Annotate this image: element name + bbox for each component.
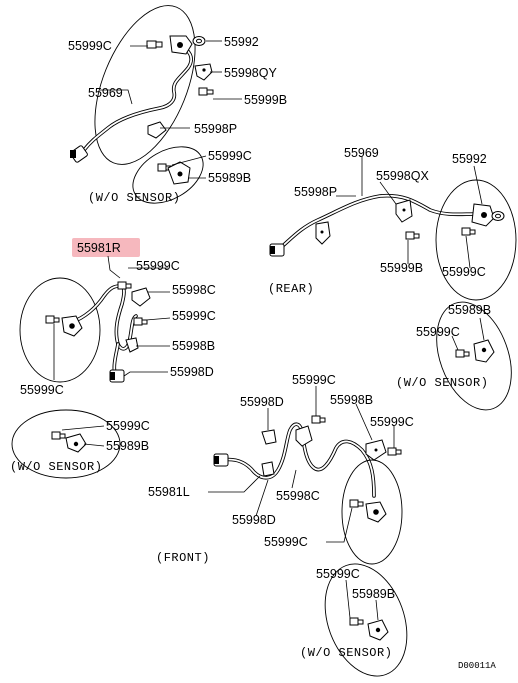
label-55998b: 55998B: [172, 339, 215, 353]
clip-bracket-icon: [131, 287, 151, 307]
label-55981l: 55981L: [148, 485, 190, 499]
label-55999b: 55999B: [244, 93, 287, 107]
label-55998d: 55998D: [232, 513, 276, 527]
label-55999b: 55999B: [380, 261, 423, 275]
bolt-icon: [117, 281, 132, 290]
bolt-icon: [51, 431, 66, 440]
highlight-55981r: [72, 238, 140, 257]
speed-sensor-head: [365, 501, 387, 523]
speed-sensor-head: [169, 35, 193, 55]
sensor-plug-icon: [65, 433, 87, 453]
front-right-harness-group: 55981R: [19, 238, 216, 397]
label-55969: 55969: [88, 86, 123, 100]
harness-connector: [269, 243, 285, 257]
o-ring-icon: [192, 36, 206, 46]
label-55989b: 55989B: [352, 587, 395, 601]
label-55999c: 55999C: [106, 419, 150, 433]
speed-sensor-head: [61, 315, 83, 337]
bolt-icon: [405, 231, 420, 240]
caption-wo-sensor: (W/O SENSOR): [396, 376, 488, 390]
label-55999c: 55999C: [442, 265, 486, 279]
label-55989b: 55989B: [208, 171, 251, 185]
label-55989b: 55989B: [448, 303, 491, 317]
caption-front: (FRONT): [156, 551, 210, 565]
callout-ellipse-wo-sensor-top: [132, 146, 204, 204]
callout-ellipse-wo-sensor-fr: [11, 409, 121, 479]
label-55998b: 55998B: [330, 393, 373, 407]
diagram-code: D00011A: [458, 661, 496, 671]
bolt-icon: [146, 40, 163, 49]
harness-connector: [70, 145, 88, 163]
caption-rear: (REAR): [268, 282, 314, 296]
bolt-icon: [311, 415, 326, 424]
label-55992: 55992: [452, 152, 487, 166]
rear-right-harness-group: 55999C 55992 55998QY 55969 55999B 55998P…: [68, 5, 287, 205]
callout-ellipse-top: [94, 5, 196, 165]
label-55981r: 55981R: [77, 241, 121, 255]
label-55999c: 55999C: [136, 259, 180, 273]
clip-bracket-icon: [365, 439, 387, 461]
clip-bracket-icon: [395, 199, 413, 223]
label-55999c: 55999C: [172, 309, 216, 323]
label-55999c: 55999C: [20, 383, 64, 397]
label-55998p: 55998P: [294, 185, 337, 199]
harness-connector: [109, 369, 125, 383]
front-left-harness-group: 55999C 55998D 55998B 55999C 55981L 55998…: [148, 373, 414, 565]
label-55969: 55969: [344, 146, 379, 160]
rear-left-harness: [276, 193, 478, 252]
sensor-plug-icon: [473, 339, 495, 363]
caption-wo-sensor: (W/O SENSOR): [300, 646, 392, 660]
harness-connector: [213, 453, 229, 467]
o-ring-icon: [491, 211, 505, 221]
grommet-icon: [261, 429, 277, 445]
front-left-wo-sensor-group: 55999C 55989B (W/O SENSOR): [300, 563, 408, 677]
grommet-icon: [147, 121, 167, 139]
speed-sensor-head: [471, 203, 495, 227]
label-55999c: 55999C: [208, 149, 252, 163]
label-55998p: 55998P: [194, 122, 237, 136]
label-55999c: 55999C: [264, 535, 308, 549]
bolt-icon: [133, 317, 148, 326]
label-55998qy: 55998QY: [224, 66, 277, 80]
bolt-icon: [455, 349, 470, 358]
rear-wo-sensor-group: 55989B 55999C (W/O SENSOR): [396, 301, 512, 411]
bolt-icon: [198, 87, 214, 96]
label-55999c: 55999C: [370, 415, 414, 429]
bolt-icon: [349, 617, 364, 626]
clip-bracket-icon: [295, 425, 313, 447]
callout-ellipse-front-left: [341, 459, 403, 565]
caption-wo-sensor: (W/O SENSOR): [10, 460, 102, 474]
label-55999c: 55999C: [68, 39, 112, 53]
label-55998c: 55998C: [172, 283, 216, 297]
sensor-plug-icon: [167, 161, 191, 185]
rear-left-harness-group: 55969 55992 55998P 55998QX 55999B 55999C…: [268, 146, 517, 301]
callout-ellipse-wo-sensor-fl: [324, 563, 408, 677]
label-55998d: 55998D: [170, 365, 214, 379]
caption-wo-sensor: (W/O SENSOR): [88, 191, 180, 205]
label-55989b: 55989B: [106, 439, 149, 453]
callout-ellipse-front-right: [19, 277, 101, 383]
label-55999c: 55999C: [416, 325, 460, 339]
callout-ellipse-wo-sensor-rear: [436, 301, 512, 411]
grommet-icon: [261, 461, 275, 477]
label-55992: 55992: [224, 35, 259, 49]
bolt-icon: [45, 315, 60, 324]
front-right-wo-sensor-group: 55999C 55989B (W/O SENSOR): [10, 409, 150, 479]
label-55999c: 55999C: [292, 373, 336, 387]
clip-bracket-icon: [315, 221, 331, 245]
label-55998qx: 55998QX: [376, 169, 429, 183]
grommet-icon: [125, 337, 139, 353]
clip-bracket-icon: [194, 63, 213, 81]
bolt-icon: [349, 499, 364, 508]
callout-ellipse-rear: [435, 179, 517, 301]
label-55998d: 55998D: [240, 395, 284, 409]
bolt-icon: [461, 227, 476, 236]
bolt-icon: [387, 447, 402, 456]
label-55999c: 55999C: [316, 567, 360, 581]
sensor-plug-icon: [367, 619, 389, 641]
label-55998c: 55998C: [276, 489, 320, 503]
